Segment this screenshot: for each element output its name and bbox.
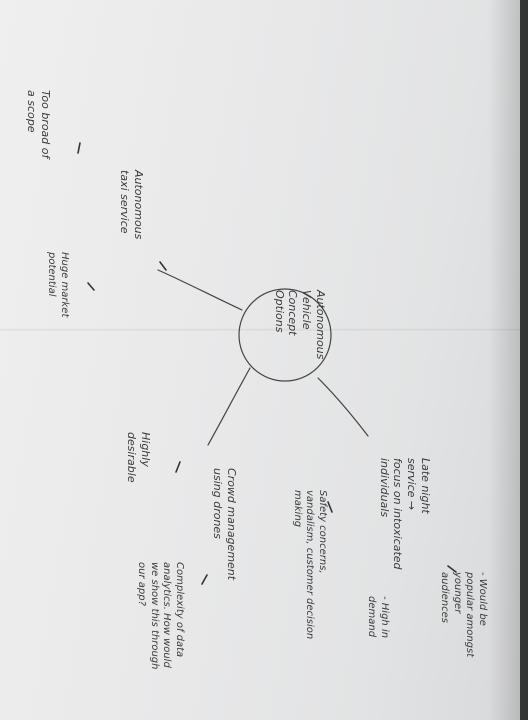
tick-mark: [447, 565, 457, 573]
note-crowd-management: Crowd management using drones: [211, 468, 238, 581]
center-circle: [238, 288, 332, 382]
note-market-potential: Huge market potential: [46, 252, 71, 318]
tick-mark: [159, 261, 167, 271]
note-complexity: Complexity of data analytics. How would …: [136, 562, 186, 670]
tick-mark: [77, 142, 81, 154]
tick-mark: [201, 574, 208, 585]
center-label: Autonomous Vehicle Concept Options: [272, 290, 327, 360]
note-taxi-service: Autonomous taxi service: [118, 170, 145, 240]
tick-mark: [87, 282, 95, 291]
note-safety: Safety concerns, vandalism, customer dec…: [292, 490, 328, 640]
note-desirable: Highly desirable: [125, 432, 152, 483]
paper-fold: [0, 328, 520, 332]
note-popular: - Would be popular amongst younger audie…: [439, 572, 489, 658]
note-demand: - High in demand: [366, 596, 391, 639]
branch-line-desirable: [207, 367, 251, 446]
tick-mark: [175, 461, 181, 473]
branch-line-crowd: [317, 377, 369, 437]
branch-line-taxi: [157, 269, 243, 311]
note-too-broad: Too broad of a scope: [25, 90, 52, 159]
note-late-night: Late night service → focus on intoxicate…: [377, 458, 432, 570]
tick-mark: [327, 501, 333, 513]
